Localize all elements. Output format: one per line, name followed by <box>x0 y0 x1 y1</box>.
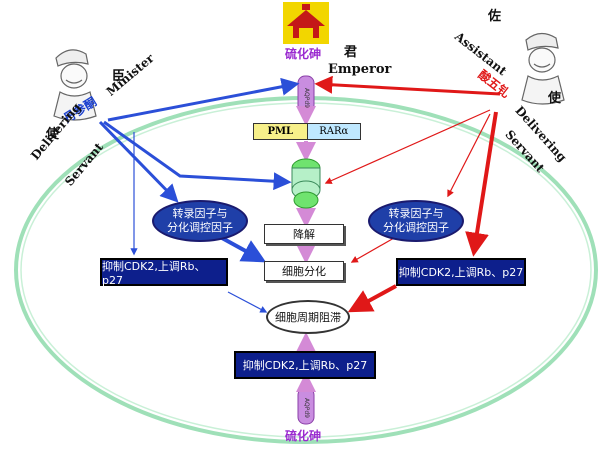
blue-arrow-to-proteasome <box>103 120 292 191</box>
tf-left-text: 转录因子与 分化调控因子 <box>167 207 233 234</box>
tf-right-text: 转录因子与 分化调控因子 <box>383 207 449 234</box>
red-arrow-to-top <box>314 75 501 96</box>
rara-segment: RARα <box>307 124 360 139</box>
right-shi-char: 使 <box>548 91 562 106</box>
minister-figure <box>53 49 97 121</box>
blue-arrow-to-top <box>107 77 300 122</box>
cdk2-box-left: 抑制CDK2,上调Rb、p27 <box>100 258 228 287</box>
cdk2-box-right: 抑制CDK2,上调Rb、p27 <box>396 258 526 286</box>
top-drug-label: 硫化砷 <box>285 47 322 61</box>
cdk2-box-bottom: 抑制CDK2,上调Rb、p27 <box>234 351 376 379</box>
red-thin-to-proteasome <box>324 109 491 184</box>
proteasome-shape <box>291 158 321 209</box>
blue-arrow-tf-to-diff <box>221 236 267 263</box>
blue-arrow-to-tf <box>98 120 179 203</box>
chen-char: 臣 <box>112 69 126 84</box>
pml-segment: PML <box>254 124 308 139</box>
red-thin-to-tf <box>447 113 491 198</box>
assistant-figure <box>521 32 565 105</box>
left-shi-char: 使 <box>46 127 60 142</box>
pml-rara-fusion: PML RARα <box>253 123 361 140</box>
jun-char: 君 <box>344 45 358 60</box>
bottom-protein-label: AQPd9 <box>303 398 310 418</box>
red-thick-to-box <box>465 111 498 257</box>
degradation-box: 降解 <box>264 224 344 244</box>
crown-icon <box>283 2 329 44</box>
red-thin-tf-to-diff <box>350 237 395 263</box>
arrest-node: 细胞周期阻滞 <box>266 300 350 334</box>
zuo-char: 佐 <box>488 9 502 24</box>
bottom-drug-label: 硫化砷 <box>285 429 322 443</box>
emperor-label: Emperor <box>328 62 392 77</box>
red-thick-box-to-arrest <box>347 284 397 313</box>
tf-node-right: 转录因子与 分化调控因子 <box>368 200 464 242</box>
blue-thin-box-to-arrest <box>227 291 268 313</box>
tf-node-left: 转录因子与 分化调控因子 <box>152 200 248 242</box>
top-protein-label: AQPd9 <box>303 88 310 108</box>
differentiation-box: 细胞分化 <box>264 261 344 281</box>
